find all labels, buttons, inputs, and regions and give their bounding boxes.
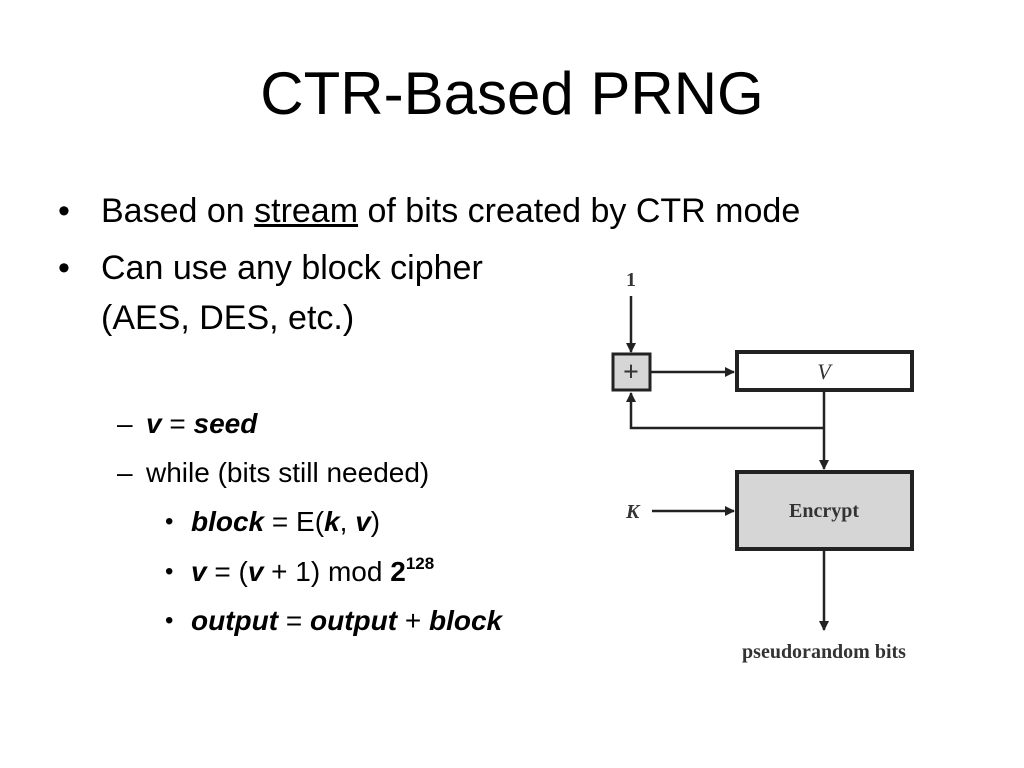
underlined-word: stream xyxy=(254,192,359,230)
ctr-prng-diagram: 1 + V Encrypt K pseudorandom bits xyxy=(611,269,914,663)
operator: ) xyxy=(370,506,381,537)
v-register-box xyxy=(735,350,914,392)
pseudorandom-bits-label: pseudorandom bits xyxy=(742,641,906,663)
bullet-mark: • xyxy=(58,192,70,230)
dot-mark: • xyxy=(165,508,174,535)
operator: = ( xyxy=(206,556,248,587)
var-output: output xyxy=(309,605,398,636)
power-exponent: 128 xyxy=(405,554,435,573)
slide-title: CTR-Based PRNG xyxy=(260,60,764,127)
bullet-text-line1: Can use any block cipher xyxy=(101,249,483,287)
bullet-text-part: of bits created by CTR mode xyxy=(358,192,801,230)
algo-text: block = E(k, v) xyxy=(191,505,380,539)
var-v: v xyxy=(355,506,371,537)
power-base: 2 xyxy=(390,556,406,587)
operator: + 1) mod xyxy=(263,556,391,587)
var-k: k xyxy=(324,506,340,537)
var-block: block xyxy=(428,605,503,636)
algo-text: output = output + block xyxy=(191,604,502,638)
var-output: output xyxy=(191,605,279,636)
operator: = E( xyxy=(264,506,325,537)
dot-mark: • xyxy=(165,607,174,634)
dot-mark: • xyxy=(165,558,174,585)
v-register-label: V xyxy=(817,359,833,384)
algo-text: v = seed xyxy=(146,407,257,441)
operator: + xyxy=(397,605,429,636)
encrypt-box xyxy=(735,470,914,551)
bullet-text: Based on stream of bits created by CTR m… xyxy=(101,190,800,232)
var-v: v xyxy=(146,408,162,439)
var-seed: seed xyxy=(193,408,258,439)
bullet-text-line2: (AES, DES, etc.) xyxy=(101,299,355,337)
input-one-label: 1 xyxy=(626,269,636,291)
var-v: v xyxy=(191,556,207,587)
bullet-mark: • xyxy=(58,249,70,287)
operator: = xyxy=(161,408,194,439)
operator: , xyxy=(339,506,356,537)
algo-text: v = (v + 1) mod 2128 xyxy=(191,555,434,589)
feedback-arrow xyxy=(626,392,824,430)
var-block: block xyxy=(191,506,265,537)
adder-plus-label: + xyxy=(623,357,639,388)
dash-mark: – xyxy=(117,457,133,488)
encrypt-label: Encrypt xyxy=(789,500,859,522)
var-v: v xyxy=(247,556,264,587)
algo-text: while (bits still needed) xyxy=(146,457,430,488)
dash-mark: – xyxy=(117,408,133,439)
key-k-label: K xyxy=(625,501,641,523)
bullet-text-part: Based on xyxy=(101,192,255,230)
operator: = xyxy=(278,605,310,636)
